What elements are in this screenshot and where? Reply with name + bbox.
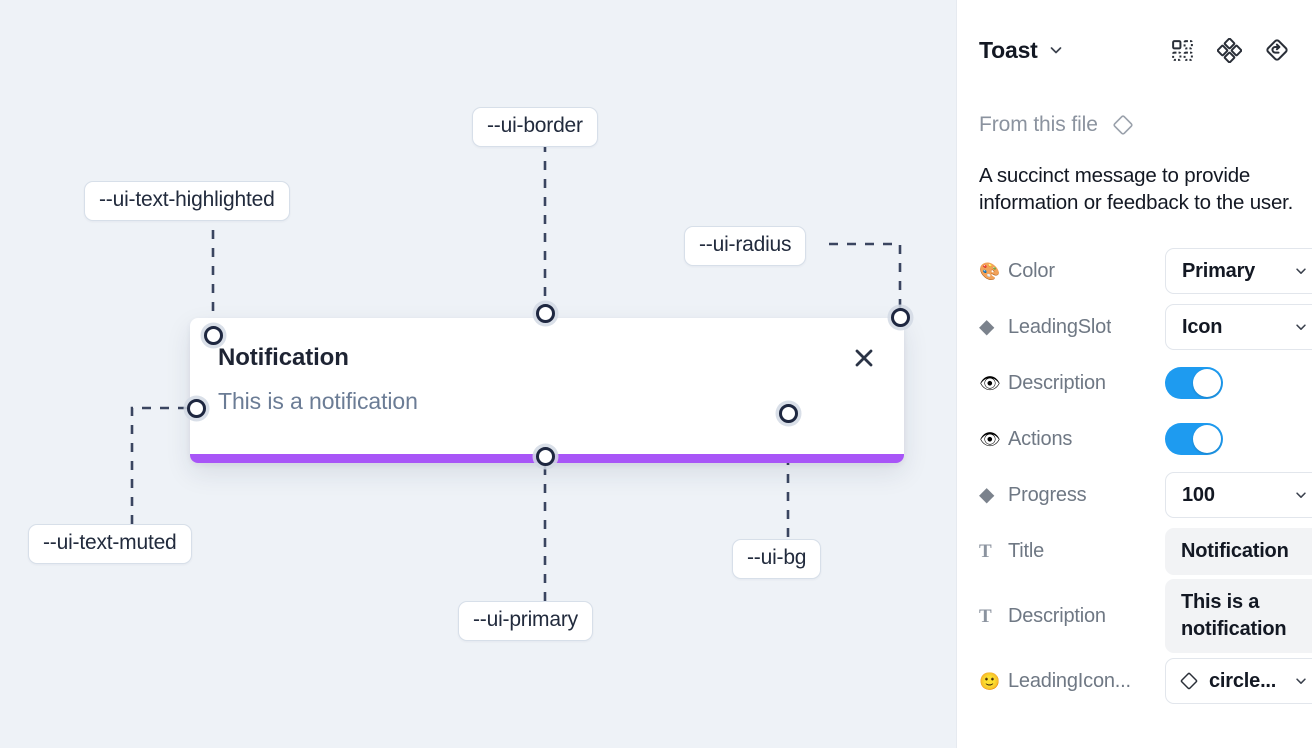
select-leadingicon-value: circle... — [1209, 669, 1277, 692]
handle-text-highlighted[interactable] — [204, 326, 223, 345]
properties-panel: Toast — [956, 0, 1312, 748]
from-this-file-label: From this file — [979, 113, 1098, 136]
handle-primary[interactable] — [536, 447, 555, 466]
select-leadingicon[interactable]: circle... — [1165, 658, 1312, 704]
property-label-progress: Progress — [1008, 483, 1087, 506]
input-description[interactable]: This is a notification — [1165, 579, 1312, 653]
smiley-emoji: 🙂 — [979, 671, 1001, 691]
diamond-icon: ◆ — [979, 484, 995, 506]
input-title-value: Notification — [1181, 539, 1289, 562]
chevron-down-icon — [1294, 488, 1308, 502]
palette-emoji: 🎨 — [979, 261, 1001, 281]
property-label-leadingslot: LeadingSlot — [1008, 315, 1112, 338]
property-row-actions-toggle: 👁 Actions — [957, 411, 1312, 467]
close-x-icon[interactable] — [846, 340, 882, 376]
property-label-color: Color — [1008, 259, 1055, 282]
select-color[interactable]: Primary — [1165, 248, 1312, 294]
component-set-icon[interactable] — [1217, 37, 1242, 63]
chevron-down-icon — [1294, 264, 1308, 278]
annotation-ui-border[interactable]: --ui-border — [472, 107, 598, 147]
property-row-description-toggle: 👁 Description — [957, 355, 1312, 411]
input-title[interactable]: Notification — [1165, 527, 1312, 575]
property-row-title: T Title Notification — [957, 523, 1312, 579]
toggle-description[interactable] — [1165, 367, 1223, 399]
diamond-component-icon — [1178, 670, 1200, 692]
select-leadingslot-value: Icon — [1182, 315, 1223, 338]
property-label-actions: Actions — [1008, 427, 1073, 450]
property-row-leadingicon: 🙂 LeadingIcon... circle... — [957, 653, 1312, 709]
select-leadingslot[interactable]: Icon — [1165, 304, 1312, 350]
annotation-ui-text-highlighted[interactable]: --ui-text-highlighted — [84, 181, 290, 221]
header-icon-group — [1170, 37, 1290, 63]
annotation-ui-text-muted[interactable]: --ui-text-muted — [28, 524, 192, 564]
component-grid-icon[interactable] — [1170, 38, 1195, 63]
property-label-description-toggle: Description — [1008, 371, 1106, 394]
diamond-component-icon — [1110, 112, 1136, 138]
annotation-ui-radius[interactable]: --ui-radius — [684, 226, 807, 266]
toast-description: This is a notification — [218, 388, 418, 414]
property-row-description-text: T Description This is a notification — [957, 579, 1312, 653]
design-canvas[interactable]: Notification This is a notification --ui… — [0, 0, 956, 748]
text-type-icon: T — [979, 605, 992, 627]
handle-text-muted[interactable] — [187, 399, 206, 418]
diamond-icon: ◆ — [979, 316, 995, 338]
eye-emoji: 👁 — [979, 373, 1001, 393]
panel-header: Toast — [957, 0, 1312, 100]
select-color-value: Primary — [1182, 259, 1256, 282]
handle-bg[interactable] — [779, 404, 798, 423]
toggle-knob — [1193, 369, 1221, 397]
input-description-value: This is a notification — [1181, 591, 1287, 640]
toast-component-preview[interactable]: Notification This is a notification — [190, 318, 904, 463]
property-label-leadingicon: LeadingIcon... — [1008, 669, 1131, 692]
annotation-ui-primary[interactable]: --ui-primary — [458, 601, 593, 641]
toggle-knob — [1193, 425, 1221, 453]
annotation-ui-bg[interactable]: --ui-bg — [732, 539, 822, 579]
handle-border[interactable] — [536, 304, 555, 323]
eye-emoji: 👁 — [979, 429, 1001, 449]
reset-instance-icon[interactable] — [1264, 37, 1290, 63]
component-description: A succinct message to provide informatio… — [979, 164, 1294, 214]
property-list: 🎨 Color Primary ◆ L — [957, 243, 1312, 709]
property-row-progress: ◆ Progress 100 — [957, 467, 1312, 523]
property-row-leadingslot: ◆ LeadingSlot Icon — [957, 299, 1312, 355]
from-this-file-row[interactable]: From this file — [979, 112, 1136, 138]
chevron-down-icon — [1294, 320, 1308, 334]
chevron-down-icon — [1294, 674, 1308, 688]
text-type-icon: T — [979, 540, 992, 562]
panel-title: Toast — [979, 36, 1038, 63]
handle-radius[interactable] — [891, 308, 910, 327]
select-progress[interactable]: 100 — [1165, 472, 1312, 518]
select-progress-value: 100 — [1182, 483, 1215, 506]
property-row-color: 🎨 Color Primary — [957, 243, 1312, 299]
toast-title: Notification — [218, 344, 349, 371]
toggle-actions[interactable] — [1165, 423, 1223, 455]
chevron-down-icon[interactable] — [1048, 42, 1064, 58]
property-label-title: Title — [1008, 539, 1045, 562]
property-label-description-text: Description — [1008, 604, 1106, 627]
